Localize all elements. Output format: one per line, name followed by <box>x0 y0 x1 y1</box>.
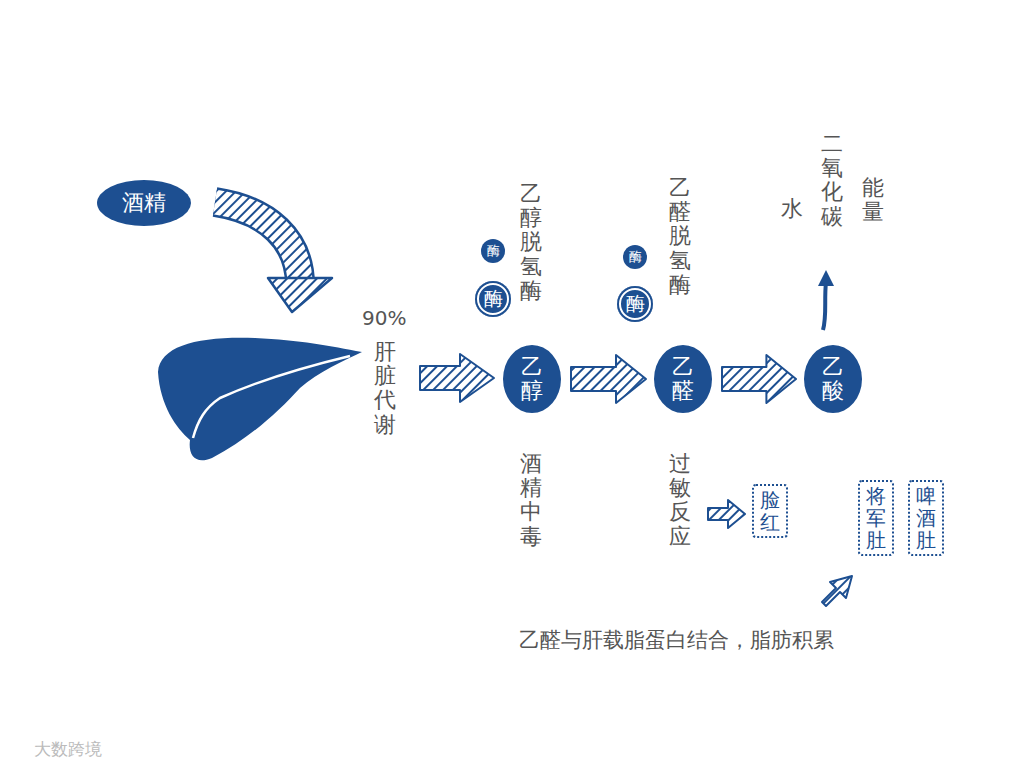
result-box: 将军肚 <box>858 480 894 556</box>
hatched-arrow <box>571 355 646 403</box>
hatched-arrow <box>420 354 494 402</box>
product-label: 能量 <box>862 176 884 224</box>
watermark: 大数跨境 <box>34 738 102 761</box>
note-label: 乙醛与肝载脂蛋白结合，脂肪积累 <box>519 626 834 654</box>
node-text: 乙醇 <box>521 355 543 403</box>
node-text: 酶 <box>626 291 645 317</box>
node-text: 将军肚 <box>866 485 886 551</box>
product-label: 水 <box>781 194 803 224</box>
node-text: 乙醛 <box>672 355 694 403</box>
up-arrow-head <box>818 270 834 286</box>
enzyme-label: 乙醛脱氢酶 <box>669 176 691 297</box>
start-oval: 酒精 <box>97 180 191 226</box>
node-text: 酶 <box>484 286 503 312</box>
node-text: 酶 <box>629 248 642 266</box>
enzyme-circle: 酶 <box>617 286 653 322</box>
result-box: 脸红 <box>752 484 788 538</box>
enzyme-label: 乙醇脱氢酶 <box>520 182 542 303</box>
enzyme-circle: 酶 <box>475 281 511 317</box>
effect-label: 过敏反应 <box>669 452 691 549</box>
node-text: 酶 <box>487 242 500 260</box>
effect-label: 酒精中毒 <box>520 452 542 549</box>
liver-highlight <box>193 356 350 438</box>
diagonal-hatched-arrow <box>822 576 852 606</box>
enzyme-circle: 酶 <box>481 239 505 263</box>
node-text: 啤酒肚 <box>916 485 936 551</box>
node-text: 脸红 <box>760 489 780 533</box>
result-box: 啤酒肚 <box>908 480 944 556</box>
curved-arrow-head <box>268 278 332 312</box>
small-hatched-arrow <box>708 500 745 528</box>
liver-shape <box>158 338 362 461</box>
curved-hatched-arrow <box>215 202 300 285</box>
compound-circle: 乙醇 <box>503 345 561 413</box>
product-label: 二氧化碳 <box>821 132 843 229</box>
node-text: 酒精 <box>122 188 166 218</box>
hatched-arrow <box>722 355 796 403</box>
compound-circle: 乙醛 <box>654 345 712 413</box>
process-label: 肝脏代谢 <box>374 340 396 437</box>
curved-hatched-arrow-fill <box>215 202 300 285</box>
percent-label: 90% <box>362 306 406 330</box>
compound-circle: 乙酸 <box>804 345 862 413</box>
node-text: 乙酸 <box>822 355 844 403</box>
enzyme-circle: 酶 <box>623 245 647 269</box>
up-arrow <box>823 282 826 330</box>
